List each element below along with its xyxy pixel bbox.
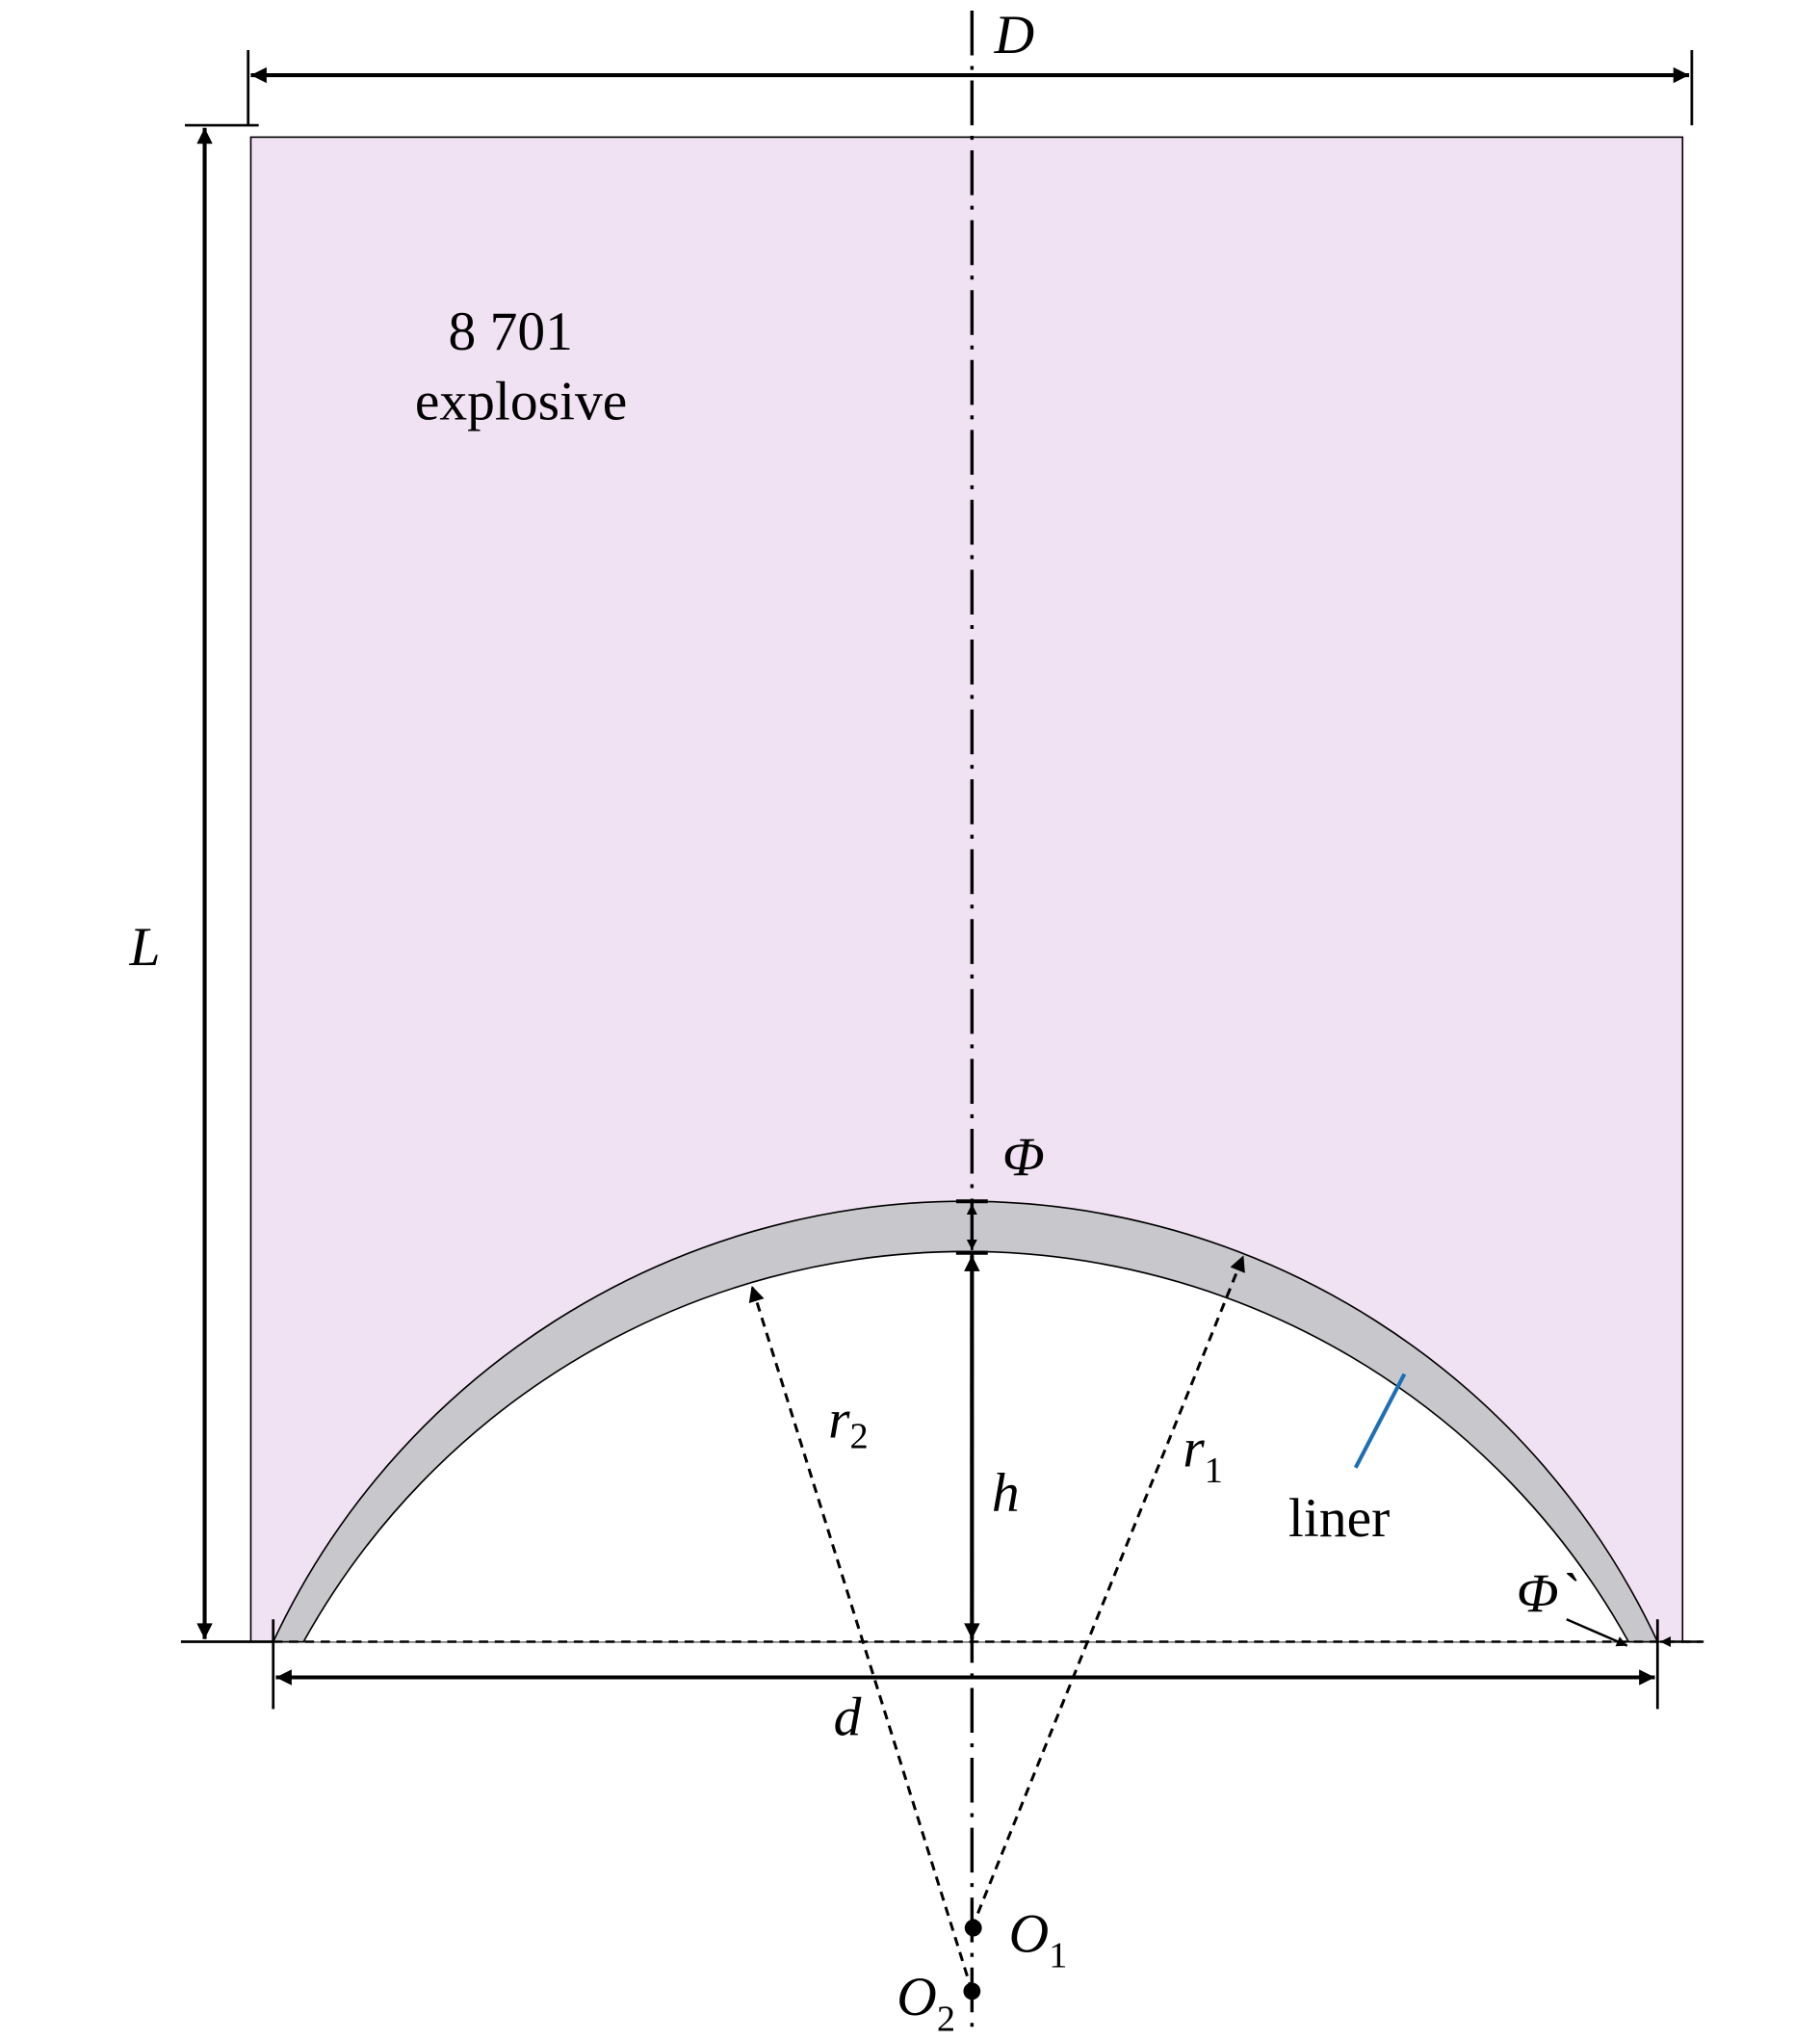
label-phi-prime: Φ`	[1517, 1563, 1577, 1624]
r1-radius-line	[970, 1254, 1245, 1929]
label-O2: O2	[897, 1967, 955, 2039]
label-phi: Φ	[1002, 1127, 1045, 1188]
label-r1: r1	[1183, 1418, 1223, 1490]
label-h: h	[992, 1463, 1020, 1524]
label-L: L	[128, 917, 160, 978]
label-explosive: explosive	[415, 371, 627, 432]
label-explosive-grade: 8 701	[448, 301, 572, 362]
liner-shell	[272, 1200, 1659, 1643]
phi-prime-leader	[1566, 1618, 1628, 1647]
r2-radius-line	[748, 1285, 974, 1992]
O2-center-point	[963, 1982, 981, 2001]
label-liner: liner	[1288, 1488, 1390, 1549]
label-D: D	[994, 5, 1035, 65]
label-d: d	[834, 1687, 862, 1748]
label-r2: r2	[828, 1389, 869, 1456]
label-O1: O1	[1009, 1903, 1068, 1975]
O1-center-point	[964, 1919, 982, 1937]
liner-leader-line	[1353, 1373, 1407, 1469]
